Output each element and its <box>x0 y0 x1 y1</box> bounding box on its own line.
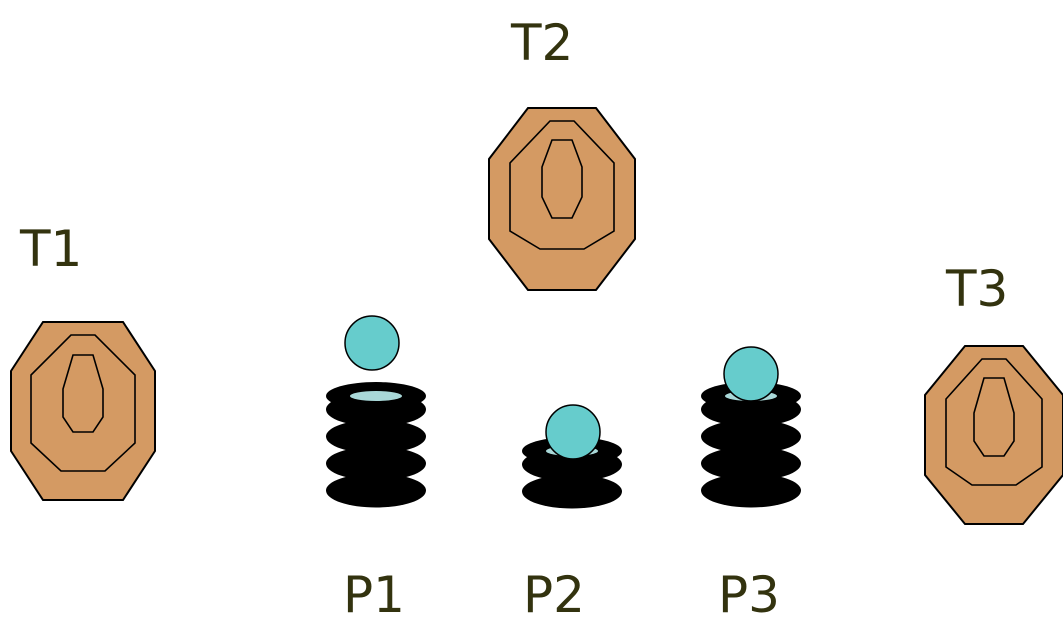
tire-icon <box>701 419 801 454</box>
tire-icon <box>701 446 801 481</box>
target-label-t1: T1 <box>19 220 82 278</box>
position-label-p3: P3 <box>718 566 780 621</box>
ball-p1-icon <box>344 315 400 371</box>
tire-icon <box>326 473 426 508</box>
target-label-t2: T2 <box>510 14 573 72</box>
target-label-t3: T3 <box>945 260 1008 318</box>
position-label-p2: P2 <box>523 566 585 621</box>
ball-p2-icon <box>545 404 601 460</box>
ball-p3-icon <box>723 346 779 402</box>
tire-stack-p1-icon <box>326 382 426 508</box>
target-t2-icon <box>488 107 636 291</box>
tire-icon <box>701 473 801 508</box>
tire-icon <box>326 419 426 454</box>
tire-icon <box>326 446 426 481</box>
target-t3-icon <box>924 345 1063 525</box>
tire-icon <box>522 474 622 509</box>
tire-hole-icon <box>350 391 402 401</box>
position-label-p1: P1 <box>343 566 405 621</box>
target-t1-icon <box>10 321 156 501</box>
